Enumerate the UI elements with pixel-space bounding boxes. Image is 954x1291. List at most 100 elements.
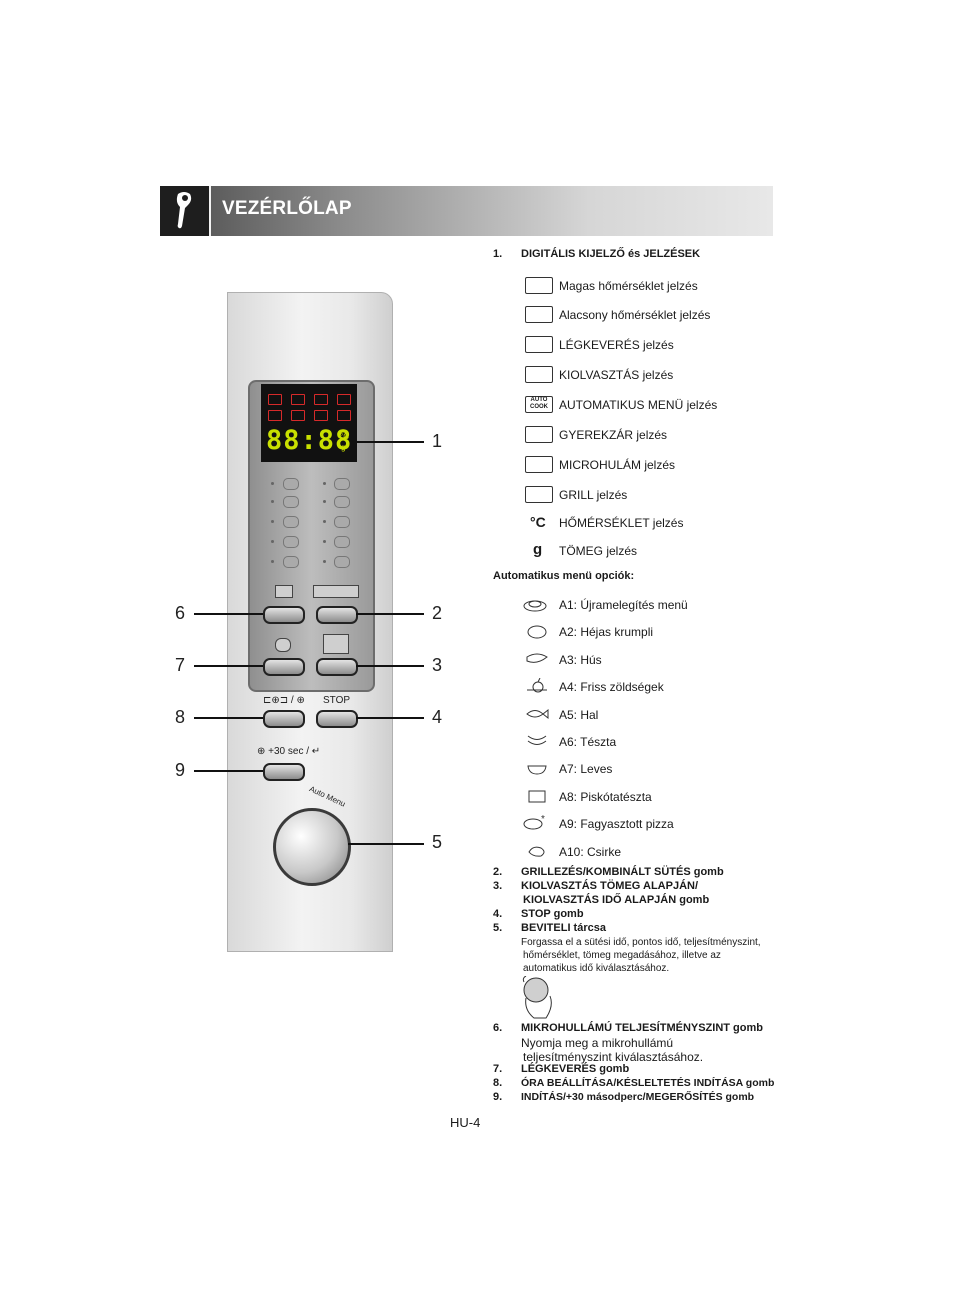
auto-menu-item: A5: Hal <box>559 708 599 722</box>
defrost-icon <box>337 394 351 405</box>
section1-title: DIGITÁLIS KIJELZŐ és JELZÉSEK <box>521 248 701 260</box>
indicator-label: MICROHULÁM jelzés <box>559 458 676 472</box>
callout-line-6 <box>194 613 263 615</box>
list-item-text: MIKROHULLÁMÚ TELJESÍTMÉNYSZINT gomb <box>521 1022 763 1034</box>
grill-combi-button[interactable] <box>316 606 358 624</box>
fan-icon <box>525 336 553 353</box>
auto-cook-icon <box>268 410 282 421</box>
callout-line-3 <box>356 665 424 667</box>
low-temp-icon <box>291 394 305 405</box>
callout-line-7 <box>194 665 263 667</box>
section1-number: 1. <box>493 248 503 260</box>
auto-menu-item: A9: Fagyasztott pizza <box>559 817 674 831</box>
page-title: VEZÉRLŐLAP <box>222 198 352 219</box>
indicator-label: GYEREKZÁR jelzés <box>559 428 668 442</box>
auto-menu-item: A3: Hús <box>559 653 602 667</box>
meat-icon <box>526 653 548 663</box>
callout-3: 3 <box>432 655 443 675</box>
soup-icon <box>283 536 299 548</box>
indicator-label: KIOLVASZTÁS jelzés <box>559 368 674 382</box>
clock-delay-button[interactable] <box>263 710 305 728</box>
list-item-text: ÓRA BEÁLLÍTÁSA/KÉSLELTETÉS INDÍTÁSA gomb <box>521 1077 775 1089</box>
display-unit-gram: g <box>341 443 346 452</box>
callout-4: 4 <box>432 707 443 727</box>
chicken-icon <box>334 556 350 568</box>
menu-dot <box>323 482 326 485</box>
input-dial[interactable] <box>273 808 351 886</box>
callout-1: 1 <box>432 431 443 451</box>
list-item-text: KIOLVASZTÁS IDŐ ALAPJÁN gomb <box>523 894 710 906</box>
menu-dot <box>271 560 274 563</box>
list-item-desc: hőmérséklet, tömeg megadásához, illetve … <box>523 950 721 961</box>
soup-icon <box>527 765 547 775</box>
wrench-hand-icon <box>176 192 192 229</box>
svg-text:*: * <box>541 815 545 825</box>
auto-menu-item: A10: Csirke <box>559 845 622 859</box>
menu-dot <box>271 540 274 543</box>
microwave-icon <box>314 410 328 421</box>
start-button[interactable] <box>263 763 305 781</box>
menu-dot <box>271 500 274 503</box>
list-item-text: LÉGKEVERÉS gomb <box>521 1063 630 1075</box>
defrost-icon <box>525 366 553 383</box>
defrost-button[interactable] <box>316 658 358 676</box>
list-item-desc: Nyomja meg a mikrohullámú <box>521 1036 674 1050</box>
list-item-desc: teljesítményszint kiválasztásához. <box>523 1050 704 1064</box>
callout-6: 6 <box>175 603 186 623</box>
display-time: 88:88 <box>266 425 353 456</box>
cake-icon <box>334 536 350 548</box>
header-separator <box>209 186 211 236</box>
auto-cook-icon: AUTO COOK <box>525 396 553 413</box>
gram-icon: g <box>533 541 543 558</box>
vegetables-icon <box>527 678 547 693</box>
digital-display <box>261 384 357 462</box>
start-button-label: ⊕ +30 sec / ↵ <box>257 746 321 757</box>
menu-dot <box>271 482 274 485</box>
microwave-power-icon <box>275 585 293 598</box>
list-item-text: BEVITELI tárcsa <box>521 922 606 934</box>
indicator-label: HŐMÉRSÉKLET jelzés <box>559 516 684 530</box>
callout-line-2 <box>356 613 424 615</box>
list-item-text: GRILLEZÉS/KOMBINÁLT SÜTÉS gomb <box>521 866 724 878</box>
grill-combi-icon <box>313 585 359 598</box>
pasta-icon <box>527 735 547 745</box>
auto-menu-item: A6: Tészta <box>559 735 617 749</box>
menu-dot <box>323 520 326 523</box>
menu-dot <box>323 560 326 563</box>
callout-2: 2 <box>432 603 443 623</box>
vegetables-icon <box>334 496 350 508</box>
potato-icon <box>527 625 547 639</box>
list-number: 9. <box>493 1091 503 1103</box>
indicator-label: TÖMEG jelzés <box>559 544 638 558</box>
low-temp-icon <box>525 306 553 323</box>
callout-line-9 <box>194 770 263 772</box>
menu-dot <box>271 520 274 523</box>
convection-button[interactable] <box>263 658 305 676</box>
microwave-power-button[interactable] <box>263 606 305 624</box>
header-icon-box <box>160 186 209 236</box>
child-lock-icon <box>525 426 553 443</box>
defrost-weight-time-icon <box>323 634 349 654</box>
child-lock-icon <box>291 410 305 421</box>
fan-icon <box>275 638 291 652</box>
microwave-icon <box>525 456 553 473</box>
callout-5: 5 <box>432 832 443 852</box>
indicator-label: Magas hőmérséklet jelzés <box>559 279 698 293</box>
list-item-desc: automatikus idő kiválasztásához. <box>523 963 670 974</box>
stop-button[interactable] <box>316 710 358 728</box>
pasta-icon <box>334 516 350 528</box>
callout-line-1 <box>352 441 424 443</box>
indicator-label: AUTOMATIKUS MENÜ jelzés <box>559 398 718 412</box>
callout-8: 8 <box>175 707 186 727</box>
high-temp-icon <box>268 394 282 405</box>
menu-dot <box>323 540 326 543</box>
fish-icon <box>283 516 299 528</box>
indicator-label: Alacsony hőmérséklet jelzés <box>559 308 711 322</box>
auto-menu-title: Automatikus menü opciók: <box>493 570 635 582</box>
chicken-icon <box>528 846 545 857</box>
auto-menu-item: A2: Héjas krumpli <box>559 625 654 639</box>
auto-menu-item: A4: Friss zöldségek <box>559 680 664 694</box>
clock-button-label: ⊏⊕⊐ / ⊕ <box>263 695 305 706</box>
page-number: HU-4 <box>450 1115 481 1130</box>
auto-menu-item: A1: Újramelegítés menü <box>559 598 688 612</box>
